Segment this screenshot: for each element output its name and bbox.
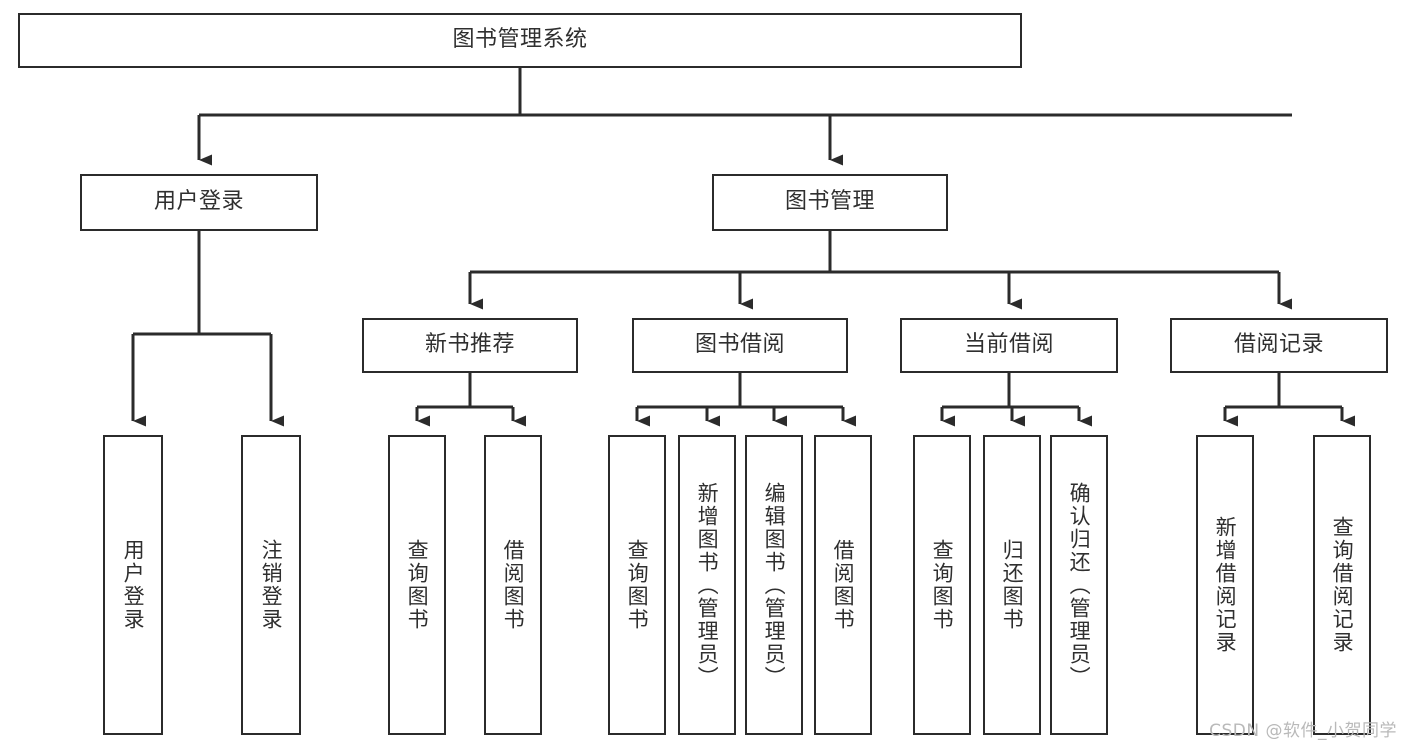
- node-leaf-query-borrow-record[interactable]: 查询借阅记录: [1313, 435, 1371, 735]
- node-label: 借阅图书: [831, 539, 856, 631]
- node-leaf-query-book-3[interactable]: 查询图书: [913, 435, 971, 735]
- node-label: 用户登录: [153, 189, 244, 215]
- node-label: 编辑图书（管理员）: [762, 481, 787, 689]
- node-leaf-confirm-return[interactable]: 确认归还（管理员）: [1050, 435, 1108, 735]
- node-leaf-borrow-book-1[interactable]: 借阅图书: [484, 435, 542, 735]
- node-leaf-query-book-1[interactable]: 查询图书: [388, 435, 446, 735]
- node-book-borrow[interactable]: 图书借阅: [632, 318, 848, 373]
- node-borrow-record[interactable]: 借阅记录: [1170, 318, 1388, 373]
- node-label: 图书管理: [784, 189, 875, 215]
- node-book-manage[interactable]: 图书管理: [712, 174, 948, 231]
- node-label: 用户登录: [121, 539, 146, 631]
- node-leaf-edit-book[interactable]: 编辑图书（管理员）: [745, 435, 803, 735]
- node-leaf-return-book[interactable]: 归还图书: [983, 435, 1041, 735]
- node-label: 查询图书: [625, 539, 650, 631]
- node-leaf-add-book[interactable]: 新增图书（管理员）: [678, 435, 736, 735]
- node-label: 图书管理系统: [452, 27, 588, 53]
- node-label: 归还图书: [1000, 539, 1025, 631]
- node-label: 新增借阅记录: [1213, 516, 1238, 654]
- node-user-login[interactable]: 用户登录: [80, 174, 318, 231]
- node-label: 当前借阅: [963, 332, 1054, 358]
- node-label: 注销登录: [259, 539, 284, 631]
- node-current-borrow[interactable]: 当前借阅: [900, 318, 1118, 373]
- node-leaf-user-logout[interactable]: 注销登录: [241, 435, 301, 735]
- node-leaf-borrow-book-2[interactable]: 借阅图书: [814, 435, 872, 735]
- node-label: 确认归还（管理员）: [1067, 481, 1092, 689]
- node-leaf-query-book-2[interactable]: 查询图书: [608, 435, 666, 735]
- node-label: 新增图书（管理员）: [695, 481, 720, 689]
- node-label: 借阅图书: [501, 539, 526, 631]
- node-label: 查询图书: [930, 539, 955, 631]
- node-label: 图书借阅: [694, 332, 785, 358]
- node-label: 借阅记录: [1233, 332, 1324, 358]
- node-leaf-user-login[interactable]: 用户登录: [103, 435, 163, 735]
- node-label: 新书推荐: [424, 332, 515, 358]
- node-leaf-add-borrow-record[interactable]: 新增借阅记录: [1196, 435, 1254, 735]
- watermark-credit: CSDN @软件_小贺同学: [1209, 721, 1397, 741]
- node-label: 查询图书: [405, 539, 430, 631]
- node-root-system[interactable]: 图书管理系统: [18, 13, 1022, 68]
- node-new-book-recommend[interactable]: 新书推荐: [362, 318, 578, 373]
- node-label: 查询借阅记录: [1330, 516, 1355, 654]
